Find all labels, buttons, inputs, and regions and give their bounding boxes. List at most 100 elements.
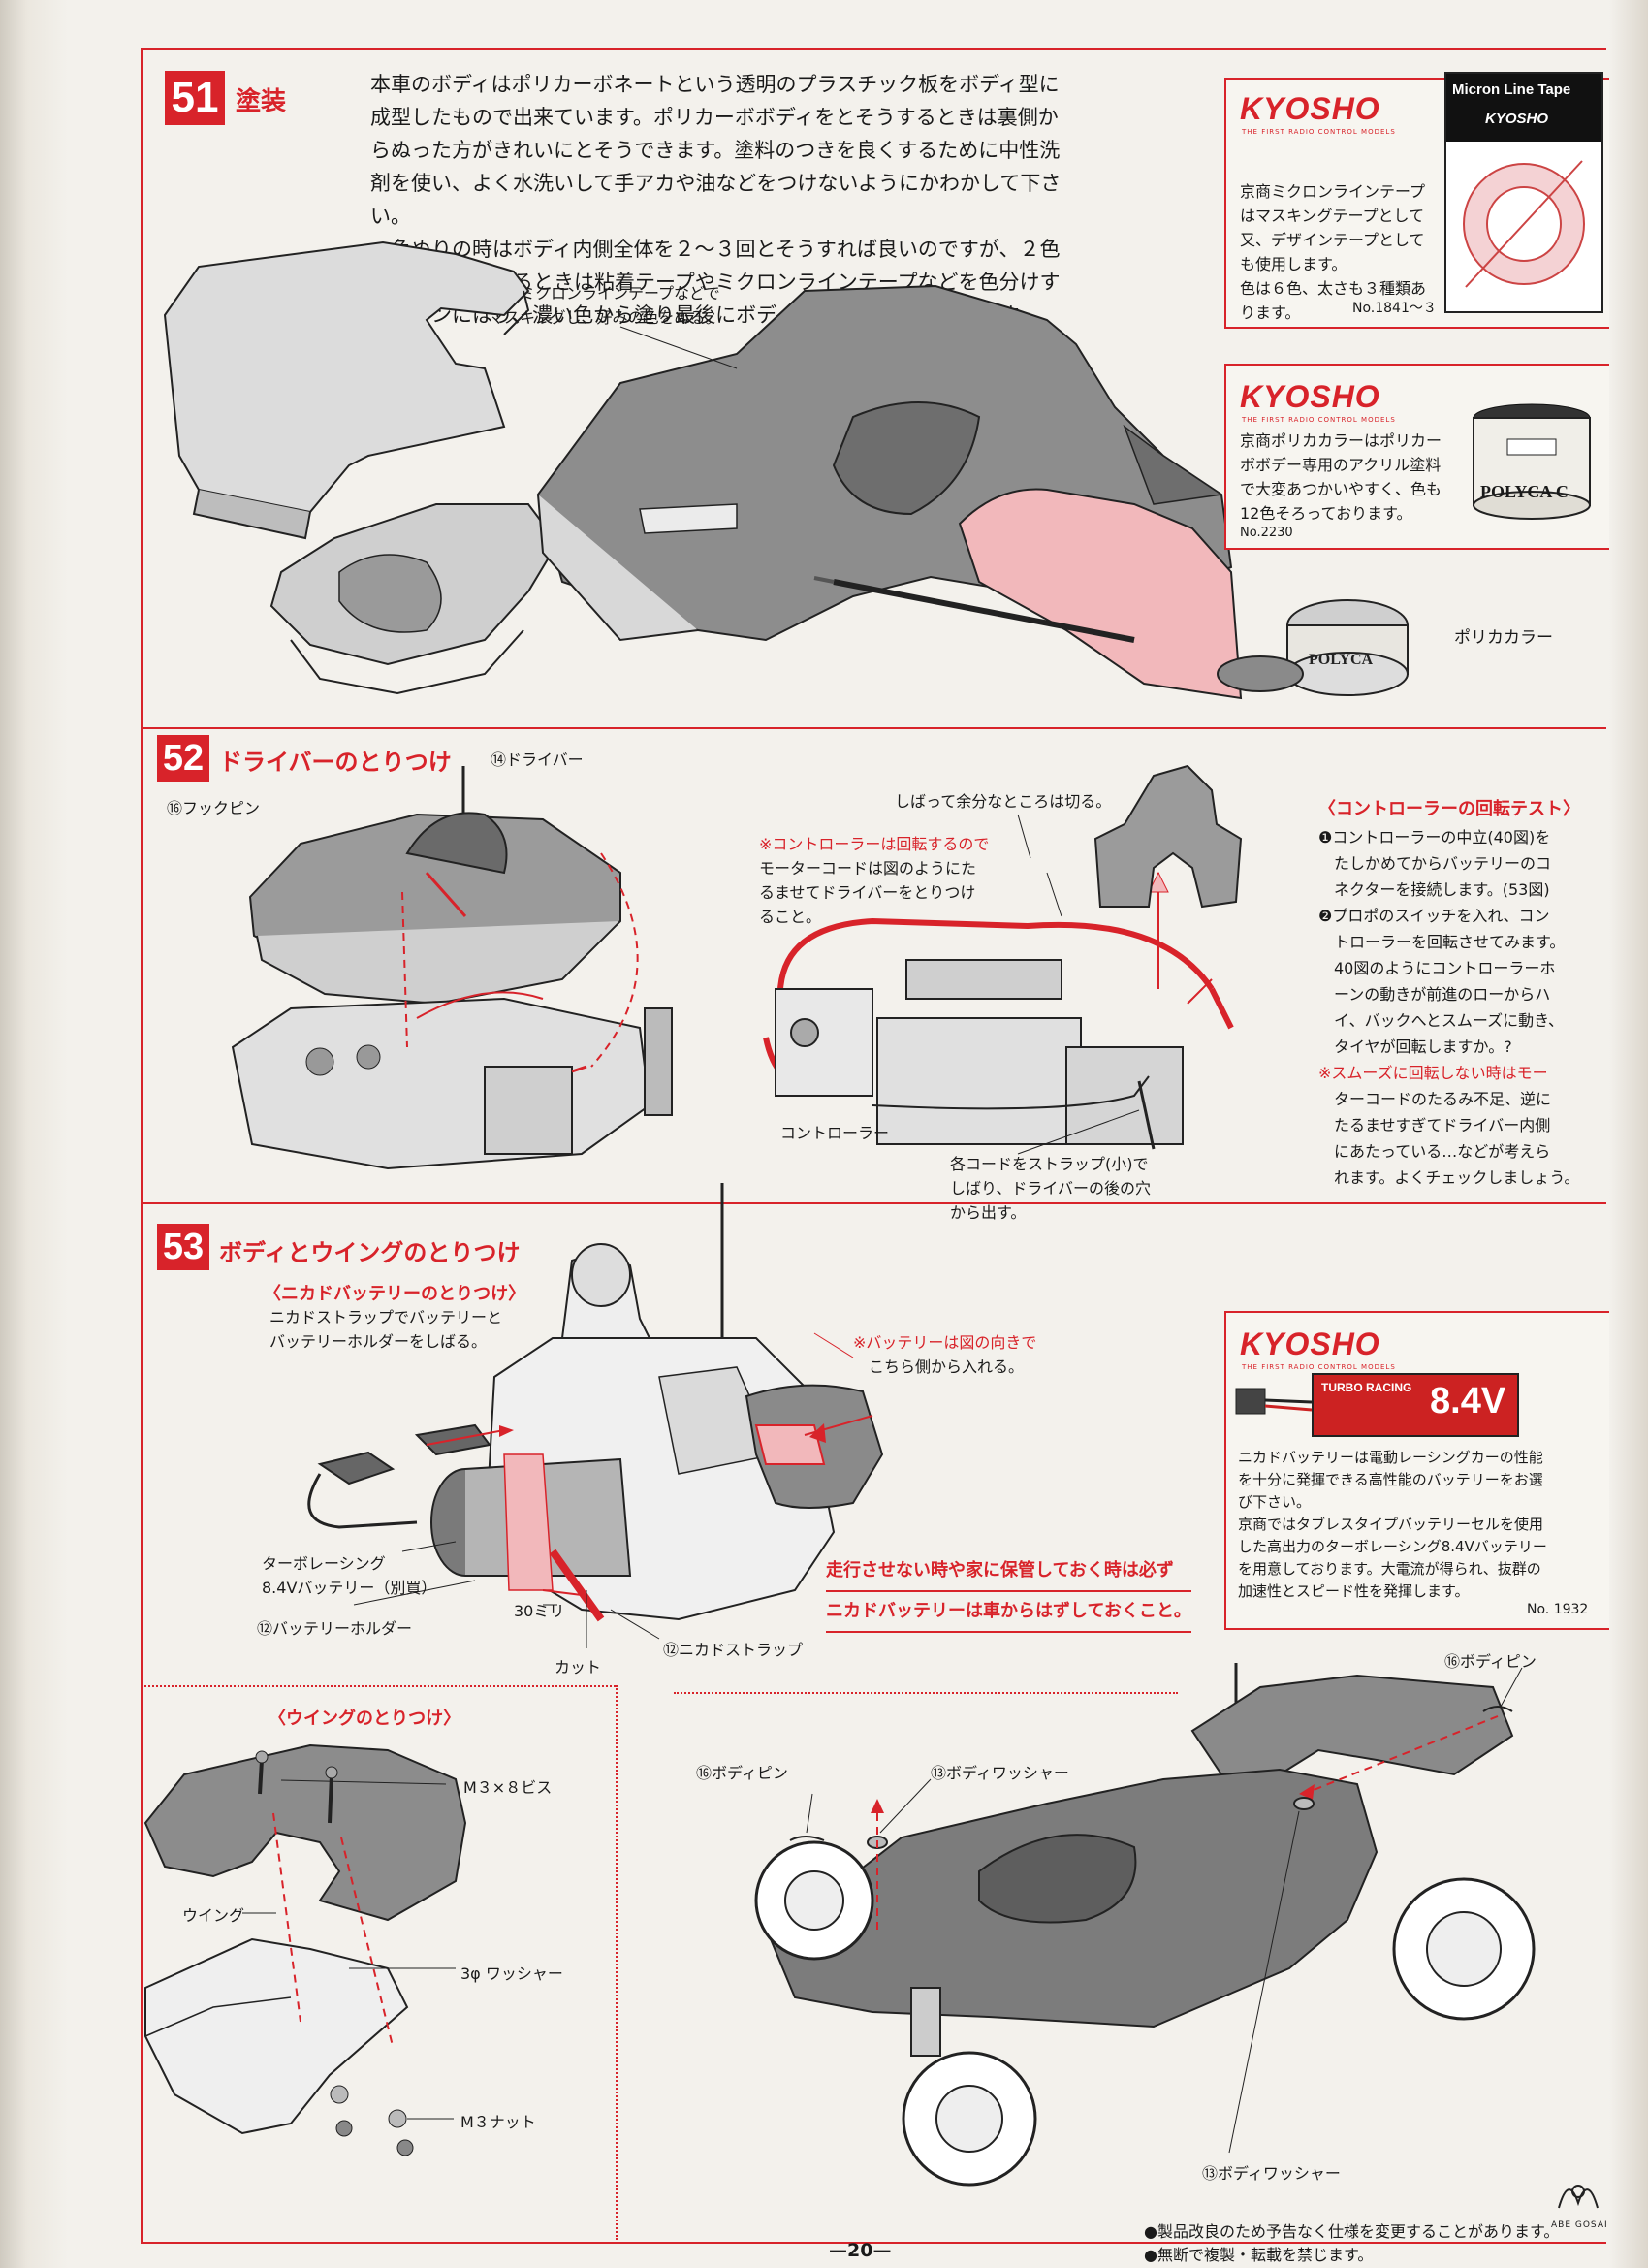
- nicad-line: ニカドストラップでバッテリーと: [269, 1308, 503, 1326]
- test-line: ※スムーズに回転しない時はモー: [1318, 1064, 1548, 1082]
- polyca-color-caption: ポリカカラー: [1454, 628, 1553, 648]
- kyosho-tagline: THE FIRST RADIO CONTROL MODELS: [1242, 1363, 1396, 1371]
- label-battery-holder: ⑫バッテリーホルダー: [257, 1619, 413, 1638]
- ad2-product-no: No.2230: [1240, 526, 1293, 540]
- label-cut: カット: [555, 1658, 602, 1677]
- test-line: たしかめてからバッテリーのコ: [1318, 854, 1552, 873]
- s51-line: らぬった方がきれいにとそうできます。塗料のつきを良くするために中性洗: [370, 139, 1061, 162]
- wing-install-title: 〈ウイングのとりつけ〉: [269, 1709, 461, 1729]
- label-body-washer-top: ⑬ボディワッシャー: [931, 1764, 1069, 1782]
- wing-divider-top: [141, 1685, 616, 1687]
- battery-direction-note: ※バッテリーは図の向きで こちら側から入れる。: [853, 1330, 1036, 1379]
- ad1-line: 京商ミクロンラインテープ: [1240, 182, 1426, 201]
- tie-note: しばって余分なところは切る。: [895, 792, 1112, 811]
- label-body-pin-left: ⑯ボディピン: [696, 1764, 788, 1782]
- turbo-line: 8.4Vバッテリー（別買）: [262, 1579, 437, 1597]
- page-number: —20—: [829, 2240, 892, 2261]
- jar-label: POLYCA C: [1480, 482, 1569, 501]
- test-line: ターコードのたるみ不足、逆に: [1318, 1090, 1552, 1108]
- test-line: トローラーを回転させてみます。: [1318, 933, 1566, 951]
- ad2-line: 12色そろっております。: [1240, 504, 1412, 523]
- label-driver: ⑭ドライバー: [491, 751, 584, 769]
- body-divider-top: [674, 1692, 1178, 1694]
- nicad-install-text: ニカドストラップでバッテリーと バッテリーホルダーをしばる。: [269, 1305, 502, 1354]
- section-52-number: 52: [157, 735, 209, 782]
- kyosho-tagline: THE FIRST RADIO CONTROL MODELS: [1242, 128, 1396, 136]
- battery-plug-icon: [1235, 1388, 1313, 1415]
- nicad-line: バッテリーホルダーをしばる。: [269, 1332, 488, 1351]
- test-title: 〈コントローラーの回転テスト〉: [1318, 799, 1580, 819]
- test-line: れます。よくチェックしましょう。: [1318, 1168, 1580, 1187]
- section-53-frame: [141, 1202, 1606, 2244]
- battery-pack-label: TURBO RACING: [1321, 1381, 1412, 1394]
- label-body-pin-right: ⑯ボディピン: [1444, 1652, 1537, 1671]
- test-line: ❶コントローラーの中立(40図)を: [1318, 828, 1551, 847]
- ad3-line: 京商ではタブレスタイプバッテリーセルを使用: [1238, 1516, 1544, 1533]
- ad-polyca-color: KYOSHO THE FIRST RADIO CONTROL MODELS 京商…: [1224, 364, 1609, 550]
- test-line: 40図のようにコントローラーホ: [1318, 959, 1556, 977]
- kyosho-logo: KYOSHO: [1240, 1326, 1380, 1361]
- kyosho-tagline: THE FIRST RADIO CONTROL MODELS: [1242, 416, 1396, 424]
- masking-note-line: マスキングし、好みの色をぬる。: [489, 308, 721, 327]
- wing-divider-vertical: [616, 1685, 618, 2240]
- test-line: イ、バックへとスムーズに動き、: [1318, 1011, 1564, 1030]
- label-hookpin: ⑯フックピン: [167, 799, 261, 817]
- s51-line: 本車のボディはポリカーボネートという透明のプラスチック板をボディ型に: [370, 73, 1060, 96]
- strap-note-line: しばり、ドライバーの後の穴: [950, 1179, 1152, 1198]
- ad1-line: 又、デザインテープとして: [1240, 231, 1425, 249]
- label-nicad-strap: ⑫ニカドストラップ: [663, 1641, 804, 1659]
- ad3-line: 加速性とスピード性を発揮します。: [1238, 1582, 1470, 1600]
- rotate-note-line: ※コントローラーは回転するので: [759, 835, 990, 853]
- ad3-line: を十分に発揮できる高性能のバッテリーをお選: [1238, 1471, 1543, 1488]
- ad1-text: 京商ミクロンラインテープ はマスキングテープとして 又、デザインテープとして も…: [1240, 179, 1443, 325]
- masking-note: 窓にミクロンラインテープなどで マスキングし、好みの色をぬる。: [489, 281, 721, 330]
- test-body: ❶コントローラーの中立(40図)を たしかめてからバッテリーのコ ネクターを接続…: [1318, 824, 1609, 1191]
- strap-note-line: 各コードをストラップ(小)で: [950, 1155, 1149, 1173]
- label-wing: ウイング: [182, 1906, 245, 1925]
- ad2-text: 京商ポリカカラーはポリカー ボボデー専用のアクリル塗料 で大変あつかいやすく、色…: [1240, 429, 1463, 526]
- ad1-line: はマスキングテープとして: [1240, 207, 1425, 225]
- ad3-line: ニカドバッテリーは電動レーシングカーの性能: [1238, 1449, 1543, 1466]
- ad3-line: した高出力のターボレーシング8.4Vバッテリー: [1238, 1538, 1547, 1555]
- section-52-title: ドライバーのとりつけ: [219, 749, 452, 776]
- battery-pack-voltage: 8.4V: [1430, 1381, 1506, 1421]
- label-3mm-washer: 3φ ワッシャー: [460, 1965, 563, 1983]
- tape-roll-graphic: [1463, 160, 1585, 288]
- kyosho-logo: KYOSHO: [1240, 91, 1380, 126]
- rotate-note-line: ること。: [759, 908, 822, 926]
- label-controller: コントローラー: [780, 1124, 890, 1142]
- footer-notes: ●製品改良のため予告なく仕様を変更することがあります。 ●無断で複製・転載を禁じ…: [1144, 2220, 1559, 2267]
- battery-note-line: ※バッテリーは図の向きで: [853, 1333, 1037, 1352]
- page-edge-right: [1609, 0, 1648, 2268]
- s51-line: 剤を使い、よく水洗いして手アカや油などをつけないようにかわかして下さい。: [370, 172, 1062, 228]
- tape-package-title: Micron Line Tape: [1452, 81, 1571, 98]
- label-30mm: 30ミリ: [514, 1602, 565, 1620]
- section-51-frame: [141, 48, 1606, 729]
- test-line: にあたっている…などが考えら: [1318, 1142, 1551, 1161]
- abe-gosai-logo-icon: [1558, 2185, 1599, 2209]
- kyosho-logo: KYOSHO: [1240, 379, 1380, 414]
- controller-rotation-test: 〈コントローラーの回転テスト〉 ❶コントローラーの中立(40図)を たしかめてか…: [1318, 795, 1609, 1191]
- ad2-line: で大変あつかいやすく、色も: [1240, 480, 1442, 498]
- ad3-text: ニカドバッテリーは電動レーシングカーの性能 を十分に発揮できる高性能のバッテリー…: [1238, 1447, 1606, 1603]
- ad1-product-no: No.1841～３: [1352, 301, 1437, 316]
- test-line: ネクターを接続します。(53図): [1318, 880, 1550, 899]
- section-53-title: ボディとウイングのとりつけ: [219, 1239, 521, 1266]
- rotate-note-line: モーターコードは図のようにた: [759, 859, 977, 878]
- tape-package-brand: KYOSHO: [1485, 111, 1549, 127]
- polyca-open-jar-icon: POLYCA: [1217, 599, 1409, 696]
- tape-package-header: Micron Line Tape KYOSHO: [1446, 74, 1601, 142]
- footer-note: ●製品改良のため予告なく仕様を変更することがあります。: [1144, 2222, 1560, 2241]
- nicad-warning: 走行させない時や家に保管しておく時は必ず ニカドバッテリーは車からはずしておくこ…: [826, 1551, 1191, 1633]
- warning-line: 走行させない時や家に保管しておく時は必ず: [826, 1551, 1191, 1592]
- ad2-line: 京商ポリカカラーはポリカー: [1240, 431, 1442, 450]
- rotate-note-line: るませてドライバーをとりつけ: [759, 883, 976, 902]
- s51-line: 一色ぬりの時はボディ内側全体を２～３回とそうすれば良いのですが、２色: [370, 238, 1061, 261]
- ad3-line: を用意しております。大電流が得られ、抜群の: [1238, 1560, 1541, 1578]
- svg-text:POLYCA: POLYCA: [1309, 652, 1374, 668]
- strap-note: 各コードをストラップ(小)で しばり、ドライバーの後の穴 から出す。: [950, 1152, 1151, 1225]
- test-line: たるませすぎてドライバー内側: [1318, 1116, 1551, 1134]
- label-m3-nut: M３ナット: [460, 2113, 536, 2131]
- test-line: ーンの動きが前進のローからハ: [1318, 985, 1551, 1004]
- warning-line: ニカドバッテリーは車からはずしておくこと。: [826, 1592, 1191, 1633]
